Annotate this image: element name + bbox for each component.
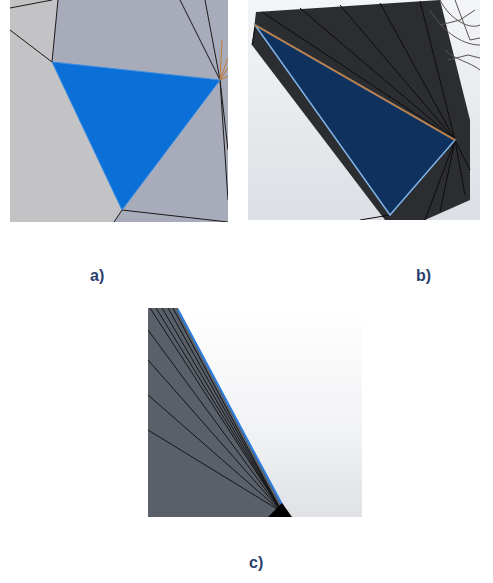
panel-label: a) — [90, 267, 104, 285]
panel-label: c) — [249, 554, 263, 572]
panel-label: b) — [416, 267, 431, 285]
panel-c-view — [148, 308, 362, 517]
panel-b-view — [248, 0, 480, 220]
panel-a-view — [10, 0, 228, 222]
mesh-outline — [430, 0, 480, 70]
